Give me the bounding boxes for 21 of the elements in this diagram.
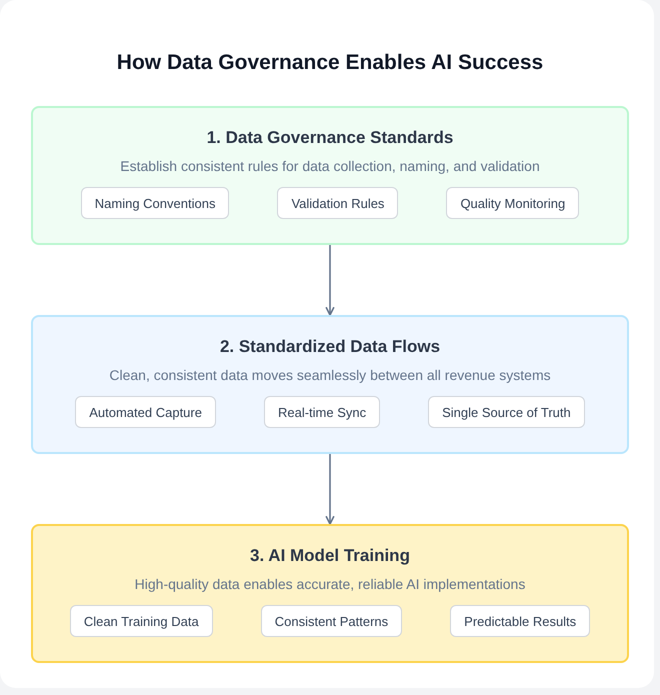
stage-heading: 3. AI Model Training — [250, 545, 410, 567]
feature-tag: Validation Rules — [277, 187, 398, 219]
feature-tag: Naming Conventions — [80, 187, 230, 219]
stage-panel — [31, 106, 629, 245]
arrow — [326, 453, 334, 525]
diagram-title: How Data Governance Enables AI Success — [116, 50, 544, 76]
feature-tag: Predictable Results — [450, 605, 590, 637]
stage-description: Establish consistent rules for data collection, naming, and validation — [120, 157, 540, 176]
feature-tag: Clean Training Data — [70, 605, 213, 637]
stage-description: High-quality data enables accurate, reliable AI implementations — [134, 575, 526, 594]
stage-description: Clean, consistent data moves seamlessly between all revenue systems — [109, 366, 551, 385]
feature-tag: Real-time Sync — [264, 396, 380, 428]
feature-tag: Automated Capture — [75, 396, 216, 428]
stage-heading: 2. Standardized Data Flows — [220, 336, 440, 358]
feature-tag: Consistent Patterns — [260, 605, 402, 637]
stage-panel — [31, 315, 629, 454]
arrow — [326, 244, 334, 316]
feature-tag: Single Source of Truth — [428, 396, 585, 428]
feature-tag: Quality Monitoring — [446, 187, 580, 219]
stage-panel — [31, 524, 629, 663]
stage-heading: 1. Data Governance Standards — [206, 127, 454, 149]
